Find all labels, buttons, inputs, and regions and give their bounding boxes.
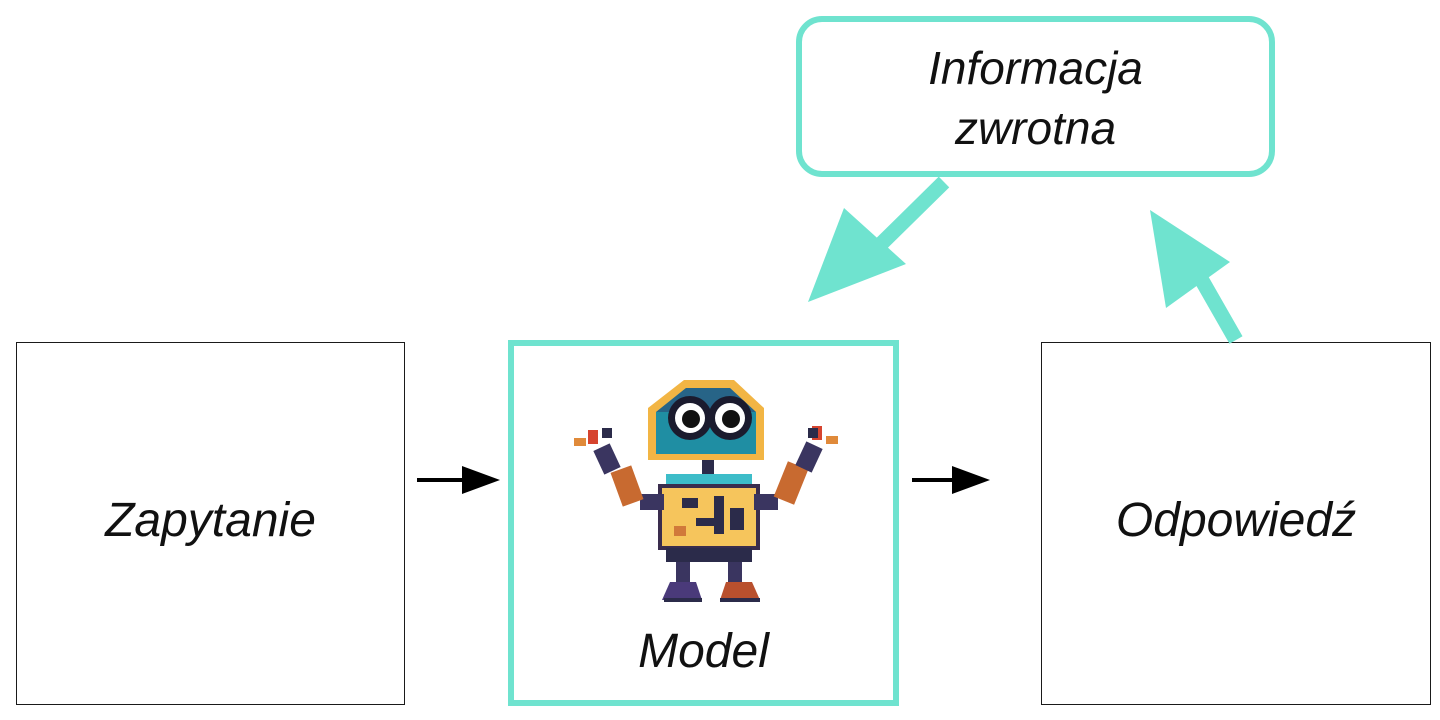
model-label: Model xyxy=(638,625,769,678)
answer-box: Odpowiedź xyxy=(1041,342,1431,705)
feedback-label-line1: Informacja xyxy=(928,42,1143,94)
feedback-label-line2: zwrotna xyxy=(954,102,1117,154)
answer-label: Odpowiedź xyxy=(1115,494,1357,547)
arrow-feedback-to-model xyxy=(808,176,950,302)
model-box: Model xyxy=(508,340,899,706)
feedback-box: Informacja zwrotna xyxy=(796,16,1275,177)
query-label: Zapytanie xyxy=(105,494,316,547)
arrow-query-to-model xyxy=(417,466,500,494)
query-box: Zapytanie xyxy=(16,342,405,705)
arrow-answer-to-feedback xyxy=(1150,210,1243,344)
arrow-model-to-answer xyxy=(912,466,990,494)
robot-icon xyxy=(574,380,838,602)
feedback-label: Informacja zwrotna xyxy=(802,38,1269,158)
